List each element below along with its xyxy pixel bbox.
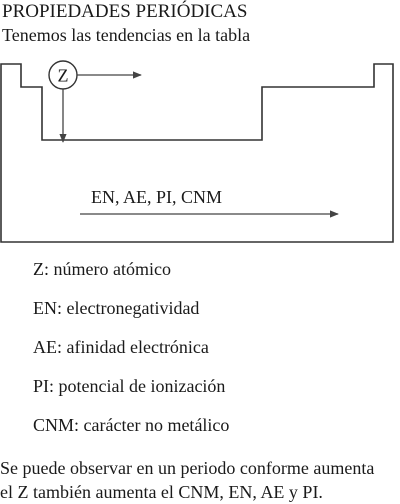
legend-item-cnm: CNM: carácter no metálico (33, 415, 230, 435)
page-title: PROPIEDADES PERIÓDICAS (2, 1, 248, 22)
conclusion-text: Se puede observar en un periodo conforme… (0, 456, 400, 504)
table-outline (0, 63, 394, 243)
z-symbol: Z (58, 66, 69, 86)
trend-label: EN, AE, PI, CNM (91, 187, 222, 207)
abbreviation-legend: Z: número atómico EN: electronegatividad… (33, 258, 229, 453)
conclusion-line-1: Se puede observar en un periodo conforme… (0, 458, 375, 478)
page-subtitle: Tenemos las tendencias en la tabla (2, 25, 251, 45)
legend-item-pi: PI: potencial de ionización (33, 376, 226, 396)
legend-item-ae: AE: afinidad electrónica (33, 337, 209, 357)
conclusion-line-2: el Z también aumenta el CNM, EN, AE y PI… (0, 482, 323, 502)
periodic-table-diagram: Z EN, AE, PI, CNM (0, 60, 394, 243)
legend-item-z: Z: número atómico (33, 259, 171, 279)
legend-item-en: EN: electronegatividad (33, 298, 200, 318)
